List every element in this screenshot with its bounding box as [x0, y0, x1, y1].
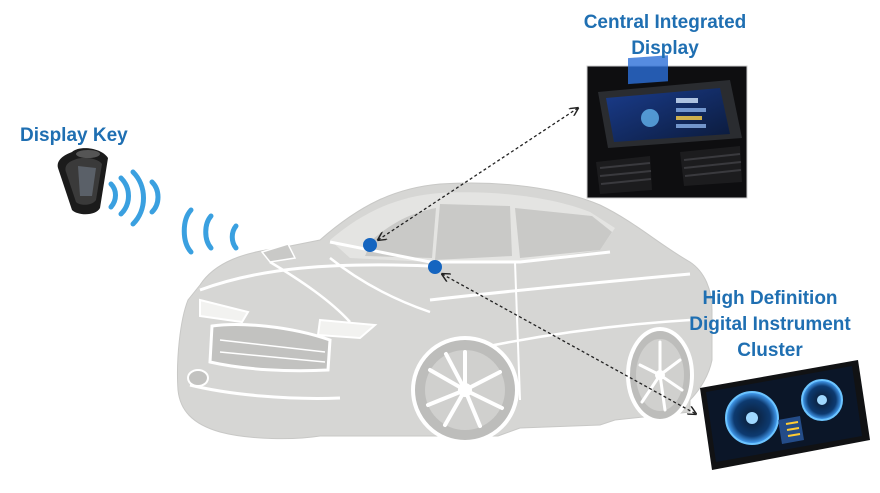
instrument-cluster-label-line-3: Cluster [737, 340, 803, 361]
central-display-label: Central Integrated Display [560, 10, 770, 62]
central-display-label-line-1: Central Integrated [583, 12, 747, 33]
instrument-cluster-label-line-1: High Definition [702, 288, 838, 309]
dashboard-point-dot [363, 238, 377, 252]
car-illustration [177, 182, 713, 444]
display-key-fob-icon [57, 148, 108, 215]
connector-arrow-cluster [442, 274, 696, 414]
display-key-label-line-1: Display Key [20, 125, 128, 146]
wireless-signal-icon [108, 169, 239, 255]
connector-arrow-central-display [378, 108, 578, 240]
display-key-label: Display Key [20, 123, 128, 149]
instrument-cluster-label-line-2: Digital Instrument [689, 314, 851, 335]
cluster-point-dot [428, 260, 442, 274]
central-display-photo [586, 55, 748, 199]
instrument-cluster-photo [700, 360, 870, 470]
central-display-label-line-2: Display [631, 38, 699, 59]
front-wheel [411, 336, 519, 444]
instrument-cluster-label: High Definition Digital Instrument Clust… [665, 286, 875, 364]
